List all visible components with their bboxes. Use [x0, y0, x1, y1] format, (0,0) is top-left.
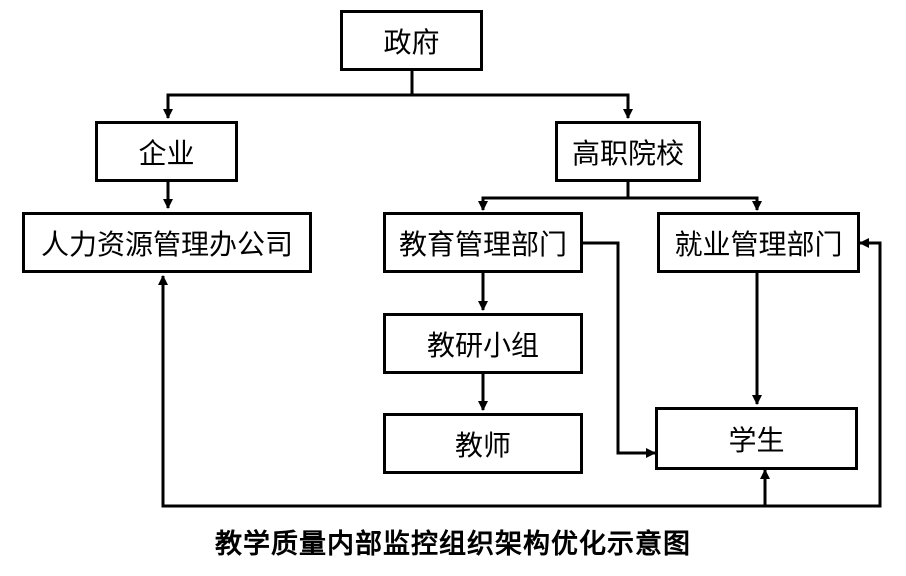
- node-teacher: 教师: [383, 413, 583, 474]
- edge-student-employment: [765, 238, 882, 508]
- edge-college-employment: [628, 196, 762, 211]
- edge-government-college: [412, 93, 633, 119]
- node-enterprise: 企业: [95, 121, 238, 182]
- node-employment-dept: 就业管理部门: [657, 212, 860, 273]
- node-hr-office: 人力资源管理办公司: [22, 212, 312, 273]
- edge-student-hr: [158, 275, 765, 508]
- node-education-dept: 教育管理部门: [383, 212, 583, 273]
- edge-education-student: [583, 241, 656, 458]
- node-government: 政府: [340, 10, 483, 71]
- node-vocational-college: 高职院校: [555, 121, 701, 182]
- edge-government-enterprise: [163, 70, 414, 119]
- node-student: 学生: [655, 407, 858, 470]
- node-teaching-group: 教研小组: [383, 313, 583, 374]
- diagram-caption: 教学质量内部监控组织架构优化示意图: [215, 529, 691, 560]
- edge-college-education: [478, 182, 630, 211]
